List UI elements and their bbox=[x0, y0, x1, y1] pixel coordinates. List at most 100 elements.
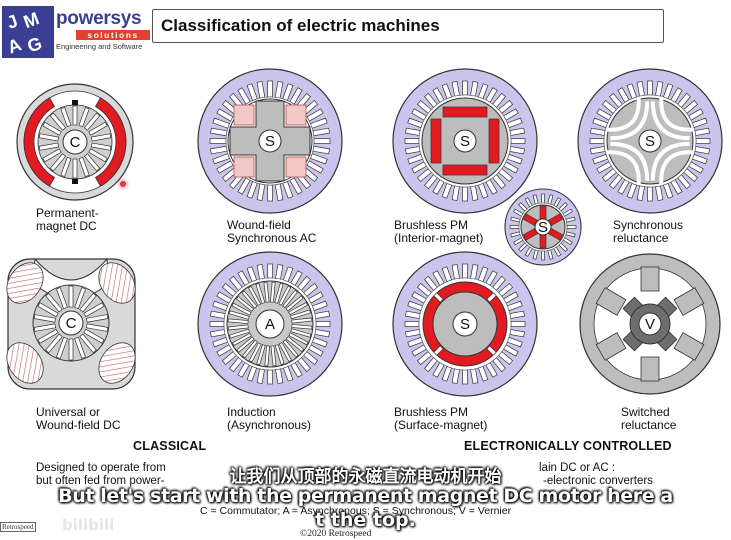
sr-stator-pole bbox=[673, 287, 705, 316]
pmdc-armature-slot bbox=[38, 133, 60, 142]
pmdc-magnet-right bbox=[94, 97, 127, 187]
wound-stator-slot bbox=[267, 184, 273, 202]
syncrel-stator-slot bbox=[695, 138, 711, 144]
bint-magnet bbox=[488, 118, 500, 164]
ind-stator-slot bbox=[267, 369, 273, 385]
ind-rotor-bar bbox=[274, 282, 284, 304]
sr-stator-pole bbox=[640, 356, 660, 382]
univ-armature-slot bbox=[83, 302, 105, 318]
machine-wound-field-sync: S bbox=[197, 68, 343, 214]
wound-letter-hub bbox=[258, 129, 282, 153]
ind-rotor-bar bbox=[241, 290, 258, 309]
univ-armature-slot bbox=[86, 314, 109, 323]
ind-stator-slot bbox=[315, 321, 331, 327]
machine-universal: C bbox=[6, 257, 136, 390]
syncrel-stator-slot bbox=[589, 138, 605, 144]
univ-armature-slot bbox=[79, 333, 97, 354]
pmdc-armature-slot bbox=[72, 158, 78, 179]
pmdc-letter: C bbox=[70, 134, 81, 151]
sr-stator-pole bbox=[595, 332, 627, 361]
pmdc-magnet-left bbox=[23, 97, 56, 187]
syncrel-flux-barrier bbox=[607, 150, 641, 184]
univ-armature-slot bbox=[45, 292, 63, 313]
ind-rotor-bar bbox=[270, 281, 276, 303]
ind-rotor-bar bbox=[282, 339, 299, 358]
syncrel-flux-barrier bbox=[650, 101, 690, 141]
ind-stator-slot bbox=[267, 263, 273, 279]
small-stator-slot bbox=[509, 225, 520, 229]
bsurf-stator-slot bbox=[462, 263, 468, 279]
sr-letter-hub bbox=[638, 312, 662, 336]
small-letter: S bbox=[538, 219, 548, 236]
ind-rotor-bar bbox=[288, 332, 309, 346]
label-brushless-surface: Brushless PM(Surface-magnet) bbox=[394, 405, 488, 432]
sr-letter: V bbox=[645, 316, 655, 333]
univ-field-coil bbox=[6, 342, 44, 384]
ind-rotor-bar bbox=[235, 296, 255, 312]
ind-rotor-bar bbox=[229, 328, 250, 339]
pmdc-armature-slot bbox=[38, 142, 60, 151]
bsurf-stator-slot bbox=[404, 321, 420, 327]
univ-armature-slot bbox=[83, 328, 105, 344]
bint-magnet bbox=[430, 118, 442, 164]
univ-field-coil bbox=[6, 262, 44, 304]
desc-left-2: but often fed from power- bbox=[36, 475, 165, 487]
ind-rotor-bar bbox=[228, 310, 250, 320]
machine-small-rotor: S bbox=[504, 188, 582, 266]
ind-rotor-bar bbox=[227, 318, 249, 324]
ind-rotor-bar bbox=[270, 345, 277, 367]
syncrel-flux-barrier bbox=[607, 98, 641, 132]
machine-sync-reluctance: S bbox=[577, 68, 723, 214]
wound-field-coil bbox=[233, 104, 255, 126]
ind-rotor-bar bbox=[285, 295, 304, 312]
univ-armature-slot bbox=[56, 336, 68, 359]
pmdc-armature-slot bbox=[42, 121, 62, 136]
univ-armature-slot bbox=[74, 287, 86, 310]
subtitle-en-line1: But let's start with the permanent magne… bbox=[58, 485, 673, 507]
syncrel-flux-barrier bbox=[650, 141, 690, 181]
subtitle-zh: 让我们从顶部的永磁直流电动机开始 bbox=[229, 467, 502, 487]
syncrel-flux-barrier bbox=[659, 150, 693, 184]
pmdc-armature-slot bbox=[42, 148, 62, 163]
ind-rotor-bar bbox=[285, 336, 305, 352]
label-pmdc: Permanent-magnet DC bbox=[36, 206, 99, 233]
bsurf-magnet-gap bbox=[433, 292, 444, 303]
subtitle-en-line2: t the top. bbox=[315, 509, 416, 531]
ind-rotor-bar bbox=[263, 281, 270, 303]
wound-field-coil bbox=[285, 156, 307, 178]
pmdc-armature-slot bbox=[88, 148, 108, 163]
pmdc-armature-slot bbox=[88, 121, 108, 136]
ind-rotor-bar bbox=[248, 342, 262, 363]
ind-rotor-bar bbox=[282, 289, 298, 309]
univ-armature-slot bbox=[33, 314, 56, 323]
syncrel-flux-barrier bbox=[610, 101, 650, 141]
ind-rotor-bar bbox=[255, 283, 266, 304]
univ-letter: C bbox=[66, 315, 77, 332]
bsurf-letter-hub bbox=[452, 311, 478, 337]
bint-stator-slot bbox=[462, 80, 468, 96]
ind-letter: A bbox=[265, 316, 275, 333]
cursor-dot bbox=[120, 181, 126, 187]
wound-airgap bbox=[227, 98, 313, 184]
wound-letter: S bbox=[265, 133, 275, 150]
ind-rotor-bar bbox=[290, 328, 312, 338]
logo-letter-g: G bbox=[25, 33, 45, 57]
ind-rotor-bar bbox=[274, 344, 285, 365]
syncrel-stator-slot bbox=[647, 80, 653, 96]
pmdc-armature-slot bbox=[90, 133, 112, 142]
small-stator-slot bbox=[541, 193, 545, 204]
desc-right-1: lain DC or AC : bbox=[539, 462, 616, 474]
desc-left-1: Designed to operate from bbox=[36, 462, 166, 474]
ind-letter-hub bbox=[255, 309, 285, 339]
ind-rotor-bar bbox=[288, 302, 309, 316]
bint-stator-slot bbox=[462, 186, 468, 202]
pmdc-brush-bottom bbox=[72, 179, 78, 184]
machine-brushless-surface: S bbox=[392, 251, 538, 397]
ind-rotor-bar bbox=[291, 317, 313, 324]
univ-field-coil bbox=[98, 342, 136, 384]
bsurf-stator-slot bbox=[510, 321, 526, 327]
univ-armature-slot bbox=[56, 287, 68, 310]
small-letter-hub bbox=[534, 218, 552, 236]
